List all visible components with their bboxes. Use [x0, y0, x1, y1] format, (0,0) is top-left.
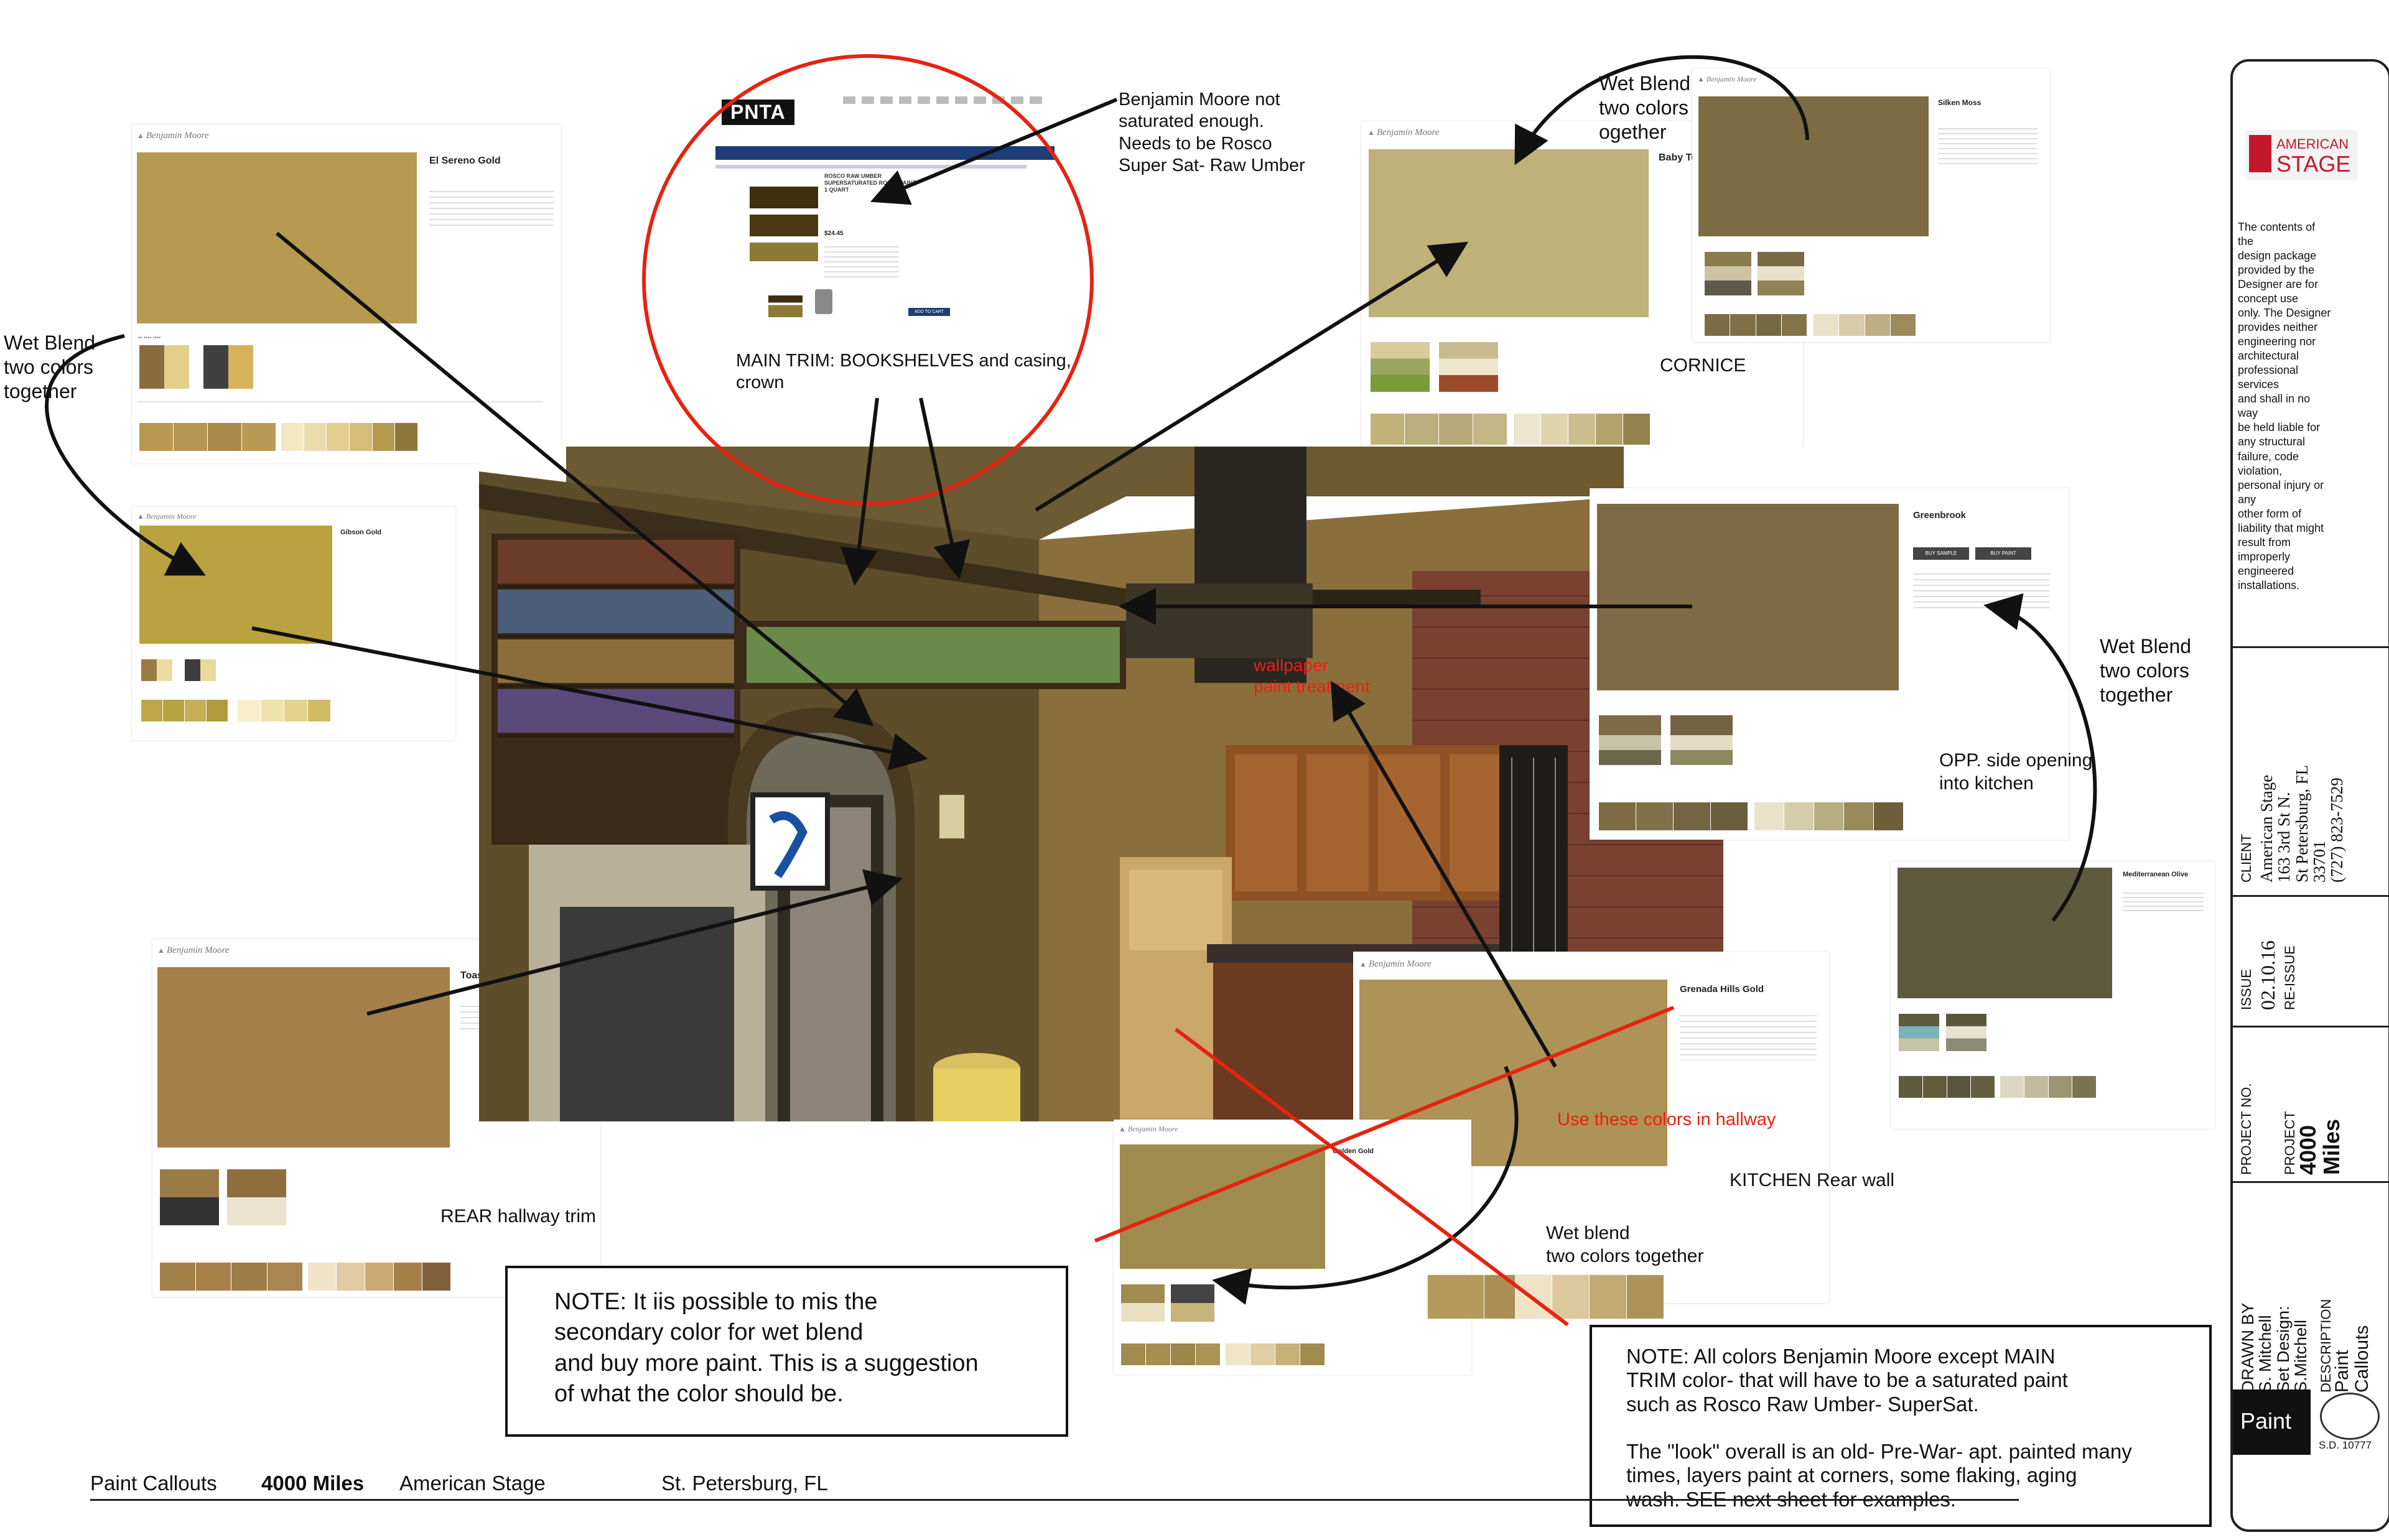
color-card-greenbrook: Greenbrook BUY SAMPLE BUY PAINT: [1590, 488, 2069, 840]
annotation-use-colors: Use these colors in hallway: [1557, 1110, 1776, 1129]
brand-logo: Benjamin Moore: [137, 131, 209, 141]
project-no-label: PROJECT NO.: [2238, 1083, 2254, 1175]
color-card-gibson-gold: Benjamin Moore Gibson Gold: [132, 507, 455, 740]
issue-date: 02.10.16: [2256, 940, 2279, 1010]
brand-logo: Benjamin Moore: [1359, 959, 1432, 970]
buy-paint-button[interactable]: BUY PAINT: [1975, 547, 2031, 560]
color-swatch-main: [157, 967, 450, 1148]
similar-colors-strip: [139, 423, 276, 451]
reissue-label: RE-ISSUE: [2282, 945, 2298, 1010]
footer-rule: [90, 1499, 2019, 1501]
title-block: AMERICAN STAGE The contents of the desig…: [2230, 59, 2389, 1532]
product-swatch-1: [750, 187, 818, 208]
color-name: Greenbrook: [1913, 510, 1967, 521]
annotation-cornice: CORNICE: [1660, 355, 1746, 376]
american-stage-logo: AMERICAN STAGE: [2245, 130, 2357, 180]
product-swatch-3: [750, 243, 818, 261]
description-label: DESCRIPTION: [2318, 1299, 2334, 1393]
pnta-price: $24.45: [824, 230, 844, 237]
footer-callouts: Paint Callouts: [90, 1472, 217, 1495]
annotation-wet-blend-bottom: Wet blend two colors together: [1546, 1223, 1704, 1266]
sheet-title-box: Paint: [2233, 1389, 2311, 1455]
color-swatch-main: [1369, 149, 1649, 317]
footer-theater: American Stage: [399, 1472, 546, 1495]
footer-show: 4000 Miles: [261, 1472, 365, 1495]
annotation-wet-blend-right: Wet Blend two colors together: [2100, 635, 2192, 707]
grenada-shades-strip: [1515, 1275, 1664, 1319]
annotation-kitchen-rear: KITCHEN Rear wall: [1730, 1170, 1895, 1190]
annotation-opp-side: OPP. side opening into kitchen: [1939, 750, 2093, 794]
color-name: Gibson Gold: [340, 529, 381, 536]
union-emblem: [2320, 1393, 2380, 1440]
goes-great-label: ▪▪ ▪▪▪▪ ▪▪▪▪: [138, 335, 161, 340]
brand-logo: Benjamin Moore: [1119, 1125, 1178, 1134]
brand-logo: Benjamin Moore: [1367, 128, 1440, 138]
color-name: Silken Moss: [1938, 98, 1982, 107]
note-text: NOTE: It iis possible to mis the seconda…: [554, 1289, 979, 1408]
color-card-golden-gold: Benjamin Moore Golden Gold: [1114, 1120, 1471, 1375]
color-swatch-main: [1597, 504, 1899, 690]
sd-number: S.D. 10777: [2319, 1439, 2372, 1451]
pnta-product-page: PNTA ROSCO RAW UMBER SUPERSATURATED ROSC…: [712, 81, 1061, 330]
footer-location: St. Petersburg, FL: [661, 1472, 828, 1495]
annotation-main-trim: MAIN TRIM: BOOKSHELVES and casing, crown: [736, 351, 1071, 393]
color-description-lines: [429, 187, 554, 230]
description: Paint Callouts: [2332, 1325, 2372, 1393]
color-card-silken-moss: Benjamin Moore Silken Moss: [1692, 68, 2050, 342]
brand-logo: Benjamin Moore: [137, 512, 197, 521]
brand-logo: Benjamin Moore: [1697, 75, 1757, 84]
client-label: CLIENT: [2238, 833, 2254, 883]
combo-swatch-2: [203, 345, 253, 389]
annotation-rear-hallway: REAR hallway trim: [440, 1206, 597, 1227]
more-shades-strip: [281, 423, 419, 451]
color-swatch-main: [137, 152, 417, 323]
product-swatch-2: [750, 215, 818, 236]
note-text: NOTE: All colors Benjamin Moore except M…: [1626, 1345, 2132, 1511]
brand-logo: Benjamin Moore: [157, 945, 230, 956]
disclaimer-text: The contents of the design package provi…: [2238, 221, 2331, 591]
color-swatch-main: [1120, 1144, 1325, 1269]
pnta-logo: PNTA: [722, 100, 794, 125]
sheet-title: Paint: [2240, 1408, 2292, 1434]
annotation-wet-blend-top: Wet Blend two colors ogether: [1599, 72, 1691, 144]
color-card-mediterranean-olive: Mediterranean Olive: [1891, 861, 2215, 1129]
project-name: 4000 Miles: [2295, 1118, 2344, 1175]
color-name: Grenada Hills Gold: [1680, 984, 1764, 995]
combo-swatch-1: [139, 345, 189, 389]
issue-label: ISSUE: [2238, 968, 2254, 1010]
color-name: Golden Gold: [1333, 1148, 1374, 1155]
drawn-by: DRAWN BY S. Mitchell Set Design: S.Mitch…: [2238, 1302, 2311, 1393]
buy-sample-button[interactable]: BUY SAMPLE: [1913, 547, 1969, 560]
color-name: El Sereno Gold: [429, 155, 501, 166]
client-address: American Stage 163 3rd St N. St Petersbu…: [2257, 765, 2347, 883]
note-box-wet-blend: NOTE: It iis possible to mis the seconda…: [505, 1266, 1068, 1437]
add-to-cart-button[interactable]: ADD TO CART: [908, 308, 951, 316]
color-card-el-sereno-gold: Benjamin Moore El Sereno Gold ▪▪ ▪▪▪▪ ▪▪…: [132, 124, 561, 463]
annotation-bm-not-saturated: Benjamin Moore not saturated enough. Nee…: [1119, 90, 1305, 176]
annotation-wallpaper: wallpaper paint treatment: [1254, 656, 1370, 697]
pnta-nav-bar: [715, 146, 1055, 160]
annotation-wet-blend-left: Wet Blend two colors together: [4, 332, 96, 403]
color-swatch-main: [139, 526, 332, 644]
pnta-product-title: ROSCO RAW UMBER SUPERSATURATED ROSCOPAIN…: [824, 173, 917, 193]
color-name: Mediterranean Olive: [2123, 871, 2189, 878]
color-swatch-main: [1698, 96, 1929, 236]
color-swatch-main: [1898, 868, 2112, 998]
note-box-benjamin-moore: NOTE: All colors Benjamin Moore except M…: [1590, 1325, 2212, 1527]
